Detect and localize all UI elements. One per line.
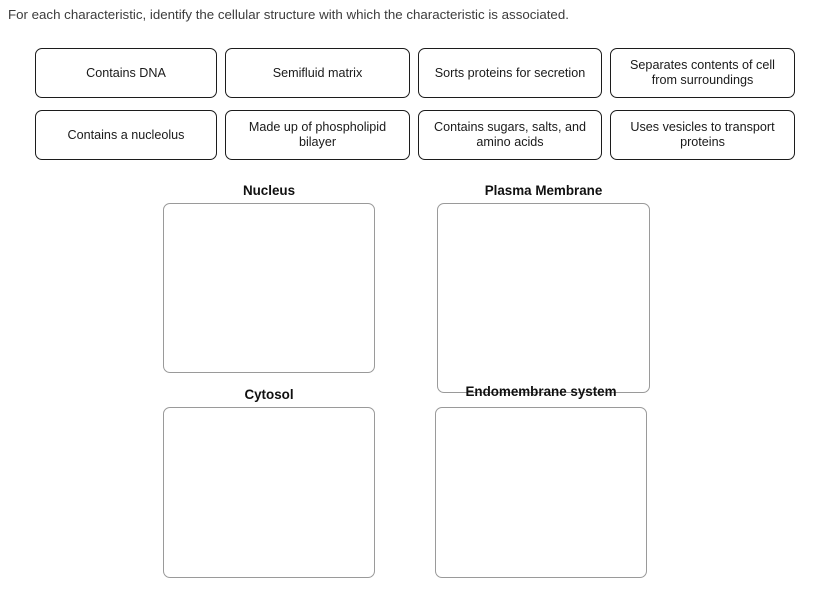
characteristic-tile-contains-dna[interactable]: Contains DNA <box>35 48 217 98</box>
drop-zone-endomembrane-system[interactable] <box>435 407 647 578</box>
drop-zone-label-nucleus: Nucleus <box>242 183 296 198</box>
characteristic-tile-contains-sugars-salts-amino-acids[interactable]: Contains sugars, salts, and amino acids <box>418 110 602 160</box>
tile-row: Contains a nucleolus Made up of phosphol… <box>35 110 795 160</box>
drop-zone-cytosol[interactable] <box>163 407 375 578</box>
characteristic-tile-contains-a-nucleolus[interactable]: Contains a nucleolus <box>35 110 217 160</box>
characteristic-tile-sorts-proteins-for-secretion[interactable]: Sorts proteins for secretion <box>418 48 602 98</box>
drop-zone-label-endomembrane-system: Endomembrane system <box>465 384 617 399</box>
tile-row: Contains DNA Semifluid matrix Sorts prot… <box>35 48 795 98</box>
characteristic-tile-phospholipid-bilayer[interactable]: Made up of phospholipid bilayer <box>225 110 410 160</box>
drop-zone-label-cytosol: Cytosol <box>244 387 294 402</box>
question-prompt: For each characteristic, identify the ce… <box>8 7 569 22</box>
characteristic-tile-semifluid-matrix[interactable]: Semifluid matrix <box>225 48 410 98</box>
characteristic-tile-separates-contents-of-cell[interactable]: Separates contents of cell from surround… <box>610 48 795 98</box>
drop-zone-label-plasma-membrane: Plasma Membrane <box>484 183 603 198</box>
characteristic-tile-uses-vesicles-to-transport-proteins[interactable]: Uses vesicles to transport proteins <box>610 110 795 160</box>
drop-zone-nucleus[interactable] <box>163 203 375 373</box>
drop-zone-plasma-membrane[interactable] <box>437 203 650 393</box>
